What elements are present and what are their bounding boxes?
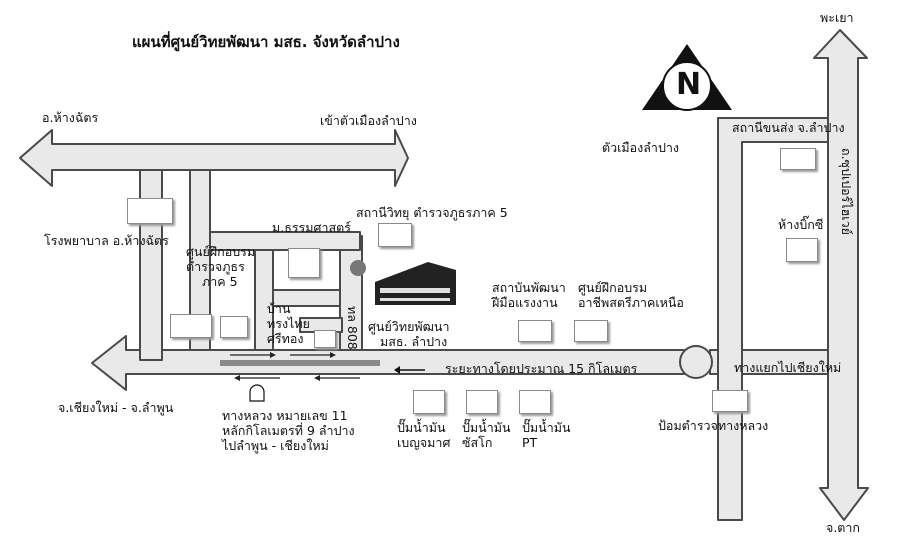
label-super-highway: ถ.ซุปเปอร์ไฮเวย์: [839, 148, 854, 235]
box-radio: [378, 223, 412, 247]
box-gas3: [519, 390, 551, 414]
box-police-2: [220, 316, 248, 338]
label-chiang-mai: จ.เชียงใหม่ - จ.ลำพูน: [58, 400, 174, 415]
box-gas1: [413, 390, 445, 414]
box-women: [574, 320, 608, 342]
road-bus-station: [717, 117, 829, 521]
label-hospital: โรงพยาบาล อ.ห้างฉัตร: [44, 233, 169, 248]
box-labor: [518, 320, 552, 342]
label-road-808: ทล 808: [345, 306, 360, 350]
box-university: [288, 248, 320, 278]
label-women-training: ศูนย์ฝึกอบรม อาชีพสตรีภาคเหนือ: [578, 280, 684, 310]
label-junction: ทางแยกไปเชียงใหม่: [734, 360, 842, 375]
roundabout: [679, 345, 713, 379]
label-hang-chat: อ.ห้างฉัตร: [42, 110, 99, 125]
label-distance: ระยะทางโดยประมาณ 15 กิโลเมตร: [445, 361, 638, 376]
emblem-icon: [350, 260, 366, 276]
label-gas2: ปั๊มน้ำมัน ซัสโก: [462, 420, 511, 450]
label-gas1: ปั๊มน้ำมัน เบญจมาศ: [397, 420, 451, 450]
road-top-arrow: [19, 129, 409, 187]
box-police-1: [170, 314, 212, 338]
box-hospital: [127, 198, 173, 224]
label-labor-institute: สถาบันพัฒนา ฝีมือแรงงาน: [492, 280, 566, 310]
label-stou-center: ศูนย์วิทยพัฒนา มสธ. ลำปาง: [368, 319, 450, 349]
road-superhighway: [813, 29, 869, 521]
label-town: ตัวเมืองลำปาง: [602, 140, 679, 155]
road-middle-vertical: [189, 169, 211, 351]
label-university: ม.ธรรมศาสตร์: [272, 220, 351, 235]
road-inner-vertical: [254, 249, 274, 351]
km-marker-icon: [249, 384, 265, 402]
label-highway-marker: ทางหลวง หมายเลข 11 หลักกิโลเมตรที่ 9 ลำป…: [222, 408, 355, 453]
label-tak: จ.ตาก: [826, 520, 861, 535]
label-police-box: ป้อมตำรวจทางหลวง: [658, 418, 769, 433]
label-gas3: ปั๊มน้ำมัน PT: [522, 420, 571, 450]
label-thai-house: บ้าน ทรงไทย ศรีทอง: [267, 301, 310, 346]
box-big-c: [786, 238, 818, 262]
map-title: แผนที่ศูนย์วิทยพัฒนา มสธ. จังหวัดลำปาง: [132, 33, 400, 51]
north-letter: N: [676, 67, 702, 102]
label-phayao: พะเยา: [820, 10, 854, 25]
label-into-town: เข้าตัวเมืองลำปาง: [320, 113, 417, 128]
box-police-box: [712, 390, 748, 412]
label-radio: สถานีวิทยุ ตำรวจภูธรภาค 5: [356, 205, 508, 220]
box-gas2: [466, 390, 498, 414]
label-big-c: ห้างบิ๊กซี: [778, 217, 824, 232]
railway-strip: [220, 360, 380, 366]
road-inner-horizontal: [209, 231, 361, 251]
label-bus-station: สถานีขนส่ง จ.ลำปาง: [732, 120, 845, 135]
north-icon: [642, 44, 732, 111]
stou-building-icon: [375, 262, 456, 305]
box-thai-house: [314, 330, 336, 348]
box-bus-station: [780, 148, 816, 170]
label-police-training: ศูนย์ฝึกอบรม ตำรวจภูธร ภาค 5: [186, 244, 256, 289]
